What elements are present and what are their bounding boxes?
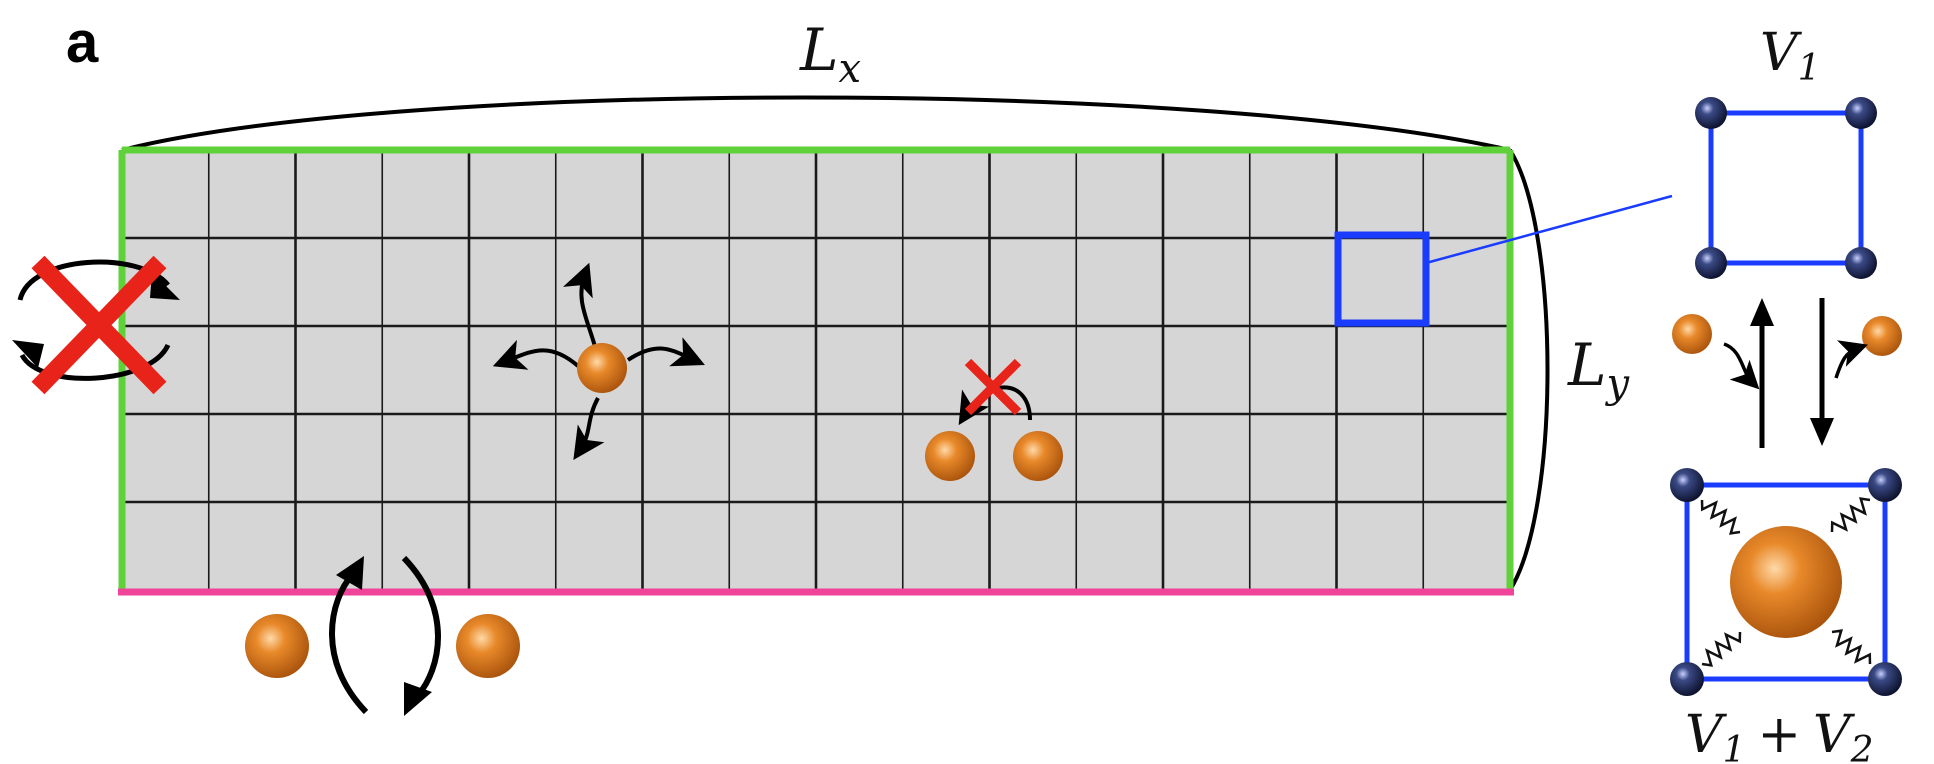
vertex — [1845, 247, 1877, 279]
particle — [1013, 431, 1063, 481]
transition-arrows — [1672, 298, 1902, 448]
vertex — [1695, 97, 1727, 129]
vertex — [1868, 662, 1902, 696]
lattice-grid — [122, 150, 1510, 590]
lx-brace — [122, 98, 1510, 151]
vertex — [1868, 468, 1902, 502]
ly-brace — [1510, 150, 1548, 590]
vertex — [1670, 468, 1704, 502]
particle — [1862, 316, 1902, 356]
spring — [1702, 632, 1740, 665]
v1-label: V1 — [1760, 23, 1820, 89]
arrow-down-icon — [1810, 418, 1834, 446]
particle — [577, 343, 627, 393]
vertex — [1845, 97, 1877, 129]
particle — [1730, 526, 1842, 638]
spring — [1702, 500, 1740, 533]
spring — [1832, 499, 1870, 532]
vertex — [1695, 247, 1727, 279]
lx-label: Lx — [799, 16, 861, 92]
v1v2-plaquette — [1670, 468, 1902, 696]
v1v2-label: V1+V2 — [1685, 705, 1874, 764]
spring — [1832, 631, 1870, 664]
arrow-up-icon — [1750, 298, 1774, 326]
particle — [456, 614, 520, 678]
particle — [1672, 314, 1712, 354]
v1-plaquette — [1695, 97, 1877, 279]
ly-label: Ly — [1567, 331, 1631, 407]
particle — [925, 431, 975, 481]
panel-label: a — [66, 10, 99, 75]
vertex — [1670, 662, 1704, 696]
particle — [245, 614, 309, 678]
